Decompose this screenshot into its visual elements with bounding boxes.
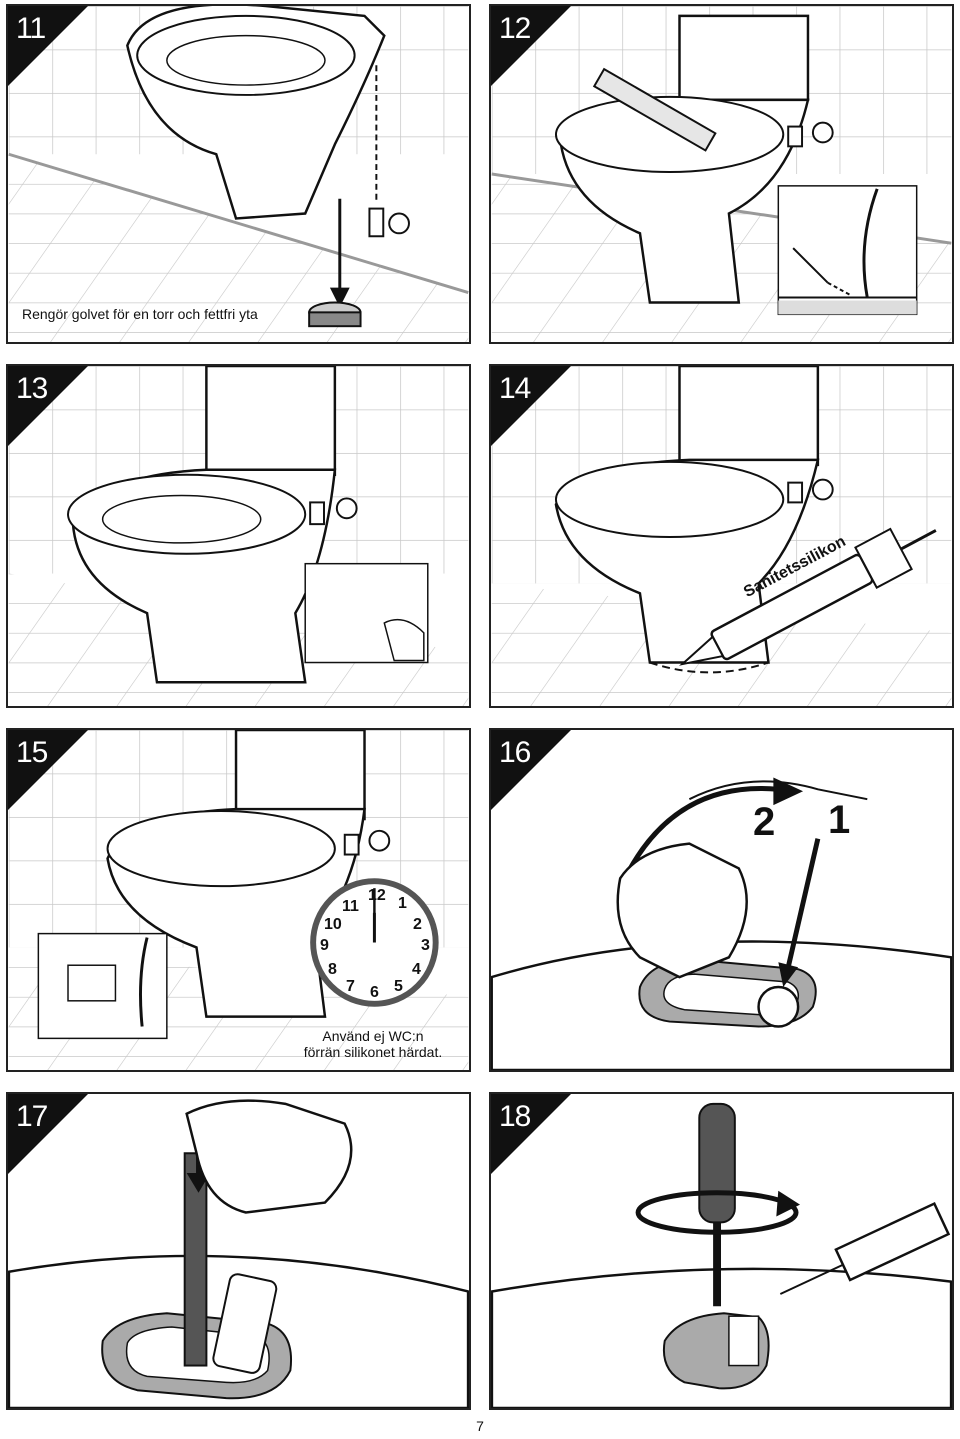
step-badge bbox=[8, 1094, 88, 1174]
step-badge bbox=[491, 1094, 571, 1174]
step-badge bbox=[491, 6, 571, 86]
step-14-illustration bbox=[491, 366, 952, 706]
clock-number-7: 7 bbox=[346, 978, 355, 995]
clock-number-3: 3 bbox=[421, 937, 430, 954]
step-caption-line: förrän silikonet härdat. bbox=[303, 1044, 443, 1060]
step-13-illustration bbox=[8, 366, 469, 706]
step-17-illustration bbox=[8, 1099, 469, 1408]
step-number: 13 bbox=[16, 372, 48, 405]
step-badge bbox=[8, 730, 88, 810]
step-number: 18 bbox=[499, 1100, 531, 1133]
step-11-illustration bbox=[8, 6, 469, 342]
step-number: 11 bbox=[16, 12, 46, 45]
arrow-label-1: 1 bbox=[828, 798, 851, 842]
clock-number-2: 2 bbox=[413, 916, 422, 933]
step-badge bbox=[8, 366, 88, 446]
step-13-panel: 13 bbox=[6, 364, 471, 708]
clock-number-12: 12 bbox=[368, 887, 386, 904]
clock-number-11: 11 bbox=[342, 898, 359, 915]
clock-number-9: 9 bbox=[320, 937, 329, 954]
clock-number-10: 10 bbox=[324, 916, 342, 933]
step-badge bbox=[491, 730, 571, 810]
clock-number-1: 1 bbox=[398, 895, 407, 912]
step-caption: Rengör golvet för en torr och fettfri yt… bbox=[22, 306, 258, 322]
step-18-panel: 18 bbox=[489, 1092, 954, 1410]
step-16-panel: 16 2 1 bbox=[489, 728, 954, 1072]
step-15-illustration bbox=[8, 730, 469, 1070]
step-15-panel: 15 12 1 2 3 4 5 6 7 8 9 10 11 Använd ej … bbox=[6, 728, 471, 1072]
step-number: 17 bbox=[16, 1100, 48, 1133]
arrow-label-2: 2 bbox=[753, 800, 776, 844]
step-caption: Använd ej WC:n förrän silikonet härdat. bbox=[278, 1028, 468, 1060]
step-18-illustration bbox=[491, 1102, 952, 1408]
clock-number-5: 5 bbox=[394, 978, 403, 995]
step-badge bbox=[491, 366, 571, 446]
step-14-panel: 14 Sanitetssilikon bbox=[489, 364, 954, 708]
step-number: 15 bbox=[16, 736, 48, 769]
clock-number-4: 4 bbox=[412, 961, 421, 978]
step-12-panel: 12 bbox=[489, 4, 954, 344]
step-number: 16 bbox=[499, 736, 531, 769]
step-16-illustration bbox=[491, 777, 952, 1070]
step-caption-line: Använd ej WC:n bbox=[322, 1028, 424, 1044]
step-12-illustration bbox=[491, 6, 952, 342]
page-number: 7 bbox=[476, 1418, 484, 1434]
step-badge bbox=[8, 6, 88, 86]
step-11-panel: 11 Rengör golvet för en torr och fettfri… bbox=[6, 4, 471, 344]
step-number: 12 bbox=[499, 12, 531, 45]
clock-number-8: 8 bbox=[328, 961, 337, 978]
step-number: 14 bbox=[499, 372, 531, 405]
clock-number-6: 6 bbox=[370, 984, 379, 1001]
step-17-panel: 17 bbox=[6, 1092, 471, 1410]
